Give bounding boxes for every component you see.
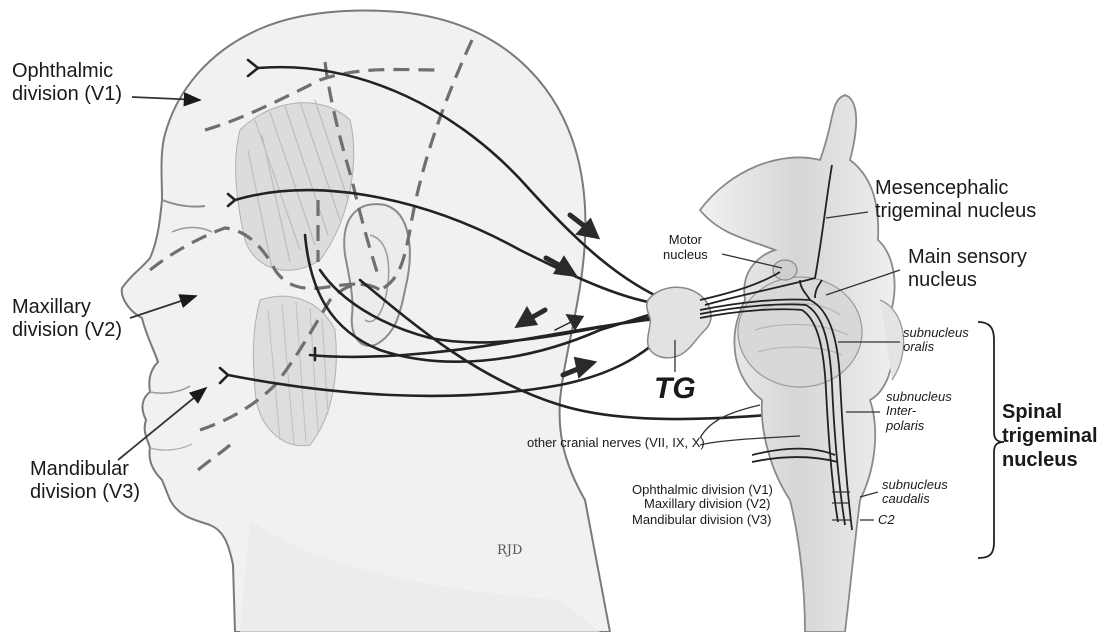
label-other-cranial-nerves: other cranial nerves (VII, IX, X) (527, 436, 705, 451)
label-mandibular-division: Mandibular division (V3) (30, 458, 140, 504)
label-ophthalmic-division: Ophthalmic division (V1) (12, 60, 122, 106)
label-spinal-line2: trigeminal (1002, 424, 1098, 448)
label-subnucleus-interpolaris-line1: subnucleus (886, 390, 952, 404)
label-mandibular-tract: Mandibular division (V3) (632, 513, 771, 528)
label-ophthalmic-line2: division (V1) (12, 83, 122, 106)
label-maxillary-tract: Maxillary division (V2) (644, 497, 770, 512)
label-subnucleus-oralis-line1: subnucleus (903, 326, 969, 340)
label-trigeminal-ganglion: TG (654, 372, 696, 407)
label-mesencephalic-line1: Mesencephalic (875, 177, 1036, 200)
label-mandibular-line2: division (V3) (30, 481, 140, 504)
label-maxillary-line1: Maxillary (12, 296, 122, 319)
spinal-nucleus-brace (978, 322, 1004, 558)
label-spinal-line3: nucleus (1002, 448, 1098, 472)
label-main-sensory-line2: nucleus (908, 269, 1027, 292)
label-maxillary-line2: division (V2) (12, 319, 122, 342)
label-subnucleus-caudalis-line2: caudalis (882, 492, 948, 506)
label-mesencephalic-nucleus: Mesencephalic trigeminal nucleus (875, 177, 1036, 223)
label-spinal-line1: Spinal (1002, 400, 1098, 424)
label-maxillary-division: Maxillary division (V2) (12, 296, 122, 342)
label-subnucleus-caudalis-line1: subnucleus (882, 478, 948, 492)
label-ophthalmic-line1: Ophthalmic (12, 60, 122, 83)
label-motor-line2: nucleus (663, 248, 708, 263)
label-motor-line1: Motor (663, 233, 708, 248)
label-subnucleus-interpolaris: subnucleus Inter- polaris (886, 390, 952, 433)
label-main-sensory-line1: Main sensory (908, 246, 1027, 269)
label-mandibular-line1: Mandibular (30, 458, 140, 481)
label-subnucleus-oralis: subnucleus oralis (903, 326, 969, 355)
artist-signature: RJD (497, 544, 522, 559)
trigeminal-ganglion (647, 287, 711, 358)
label-mesencephalic-line2: trigeminal nucleus (875, 200, 1036, 223)
label-subnucleus-caudalis: subnucleus caudalis (882, 478, 948, 507)
label-subnucleus-interpolaris-line3: polaris (886, 419, 952, 433)
label-main-sensory-nucleus: Main sensory nucleus (908, 246, 1027, 292)
label-spinal-trigeminal-nucleus: Spinal trigeminal nucleus (1002, 400, 1098, 472)
brainstem (700, 95, 904, 632)
label-subnucleus-oralis-line2: oralis (903, 340, 969, 354)
label-c2: C2 (878, 513, 895, 527)
label-subnucleus-interpolaris-line2: Inter- (886, 404, 952, 418)
label-motor-nucleus: Motor nucleus (663, 233, 708, 263)
